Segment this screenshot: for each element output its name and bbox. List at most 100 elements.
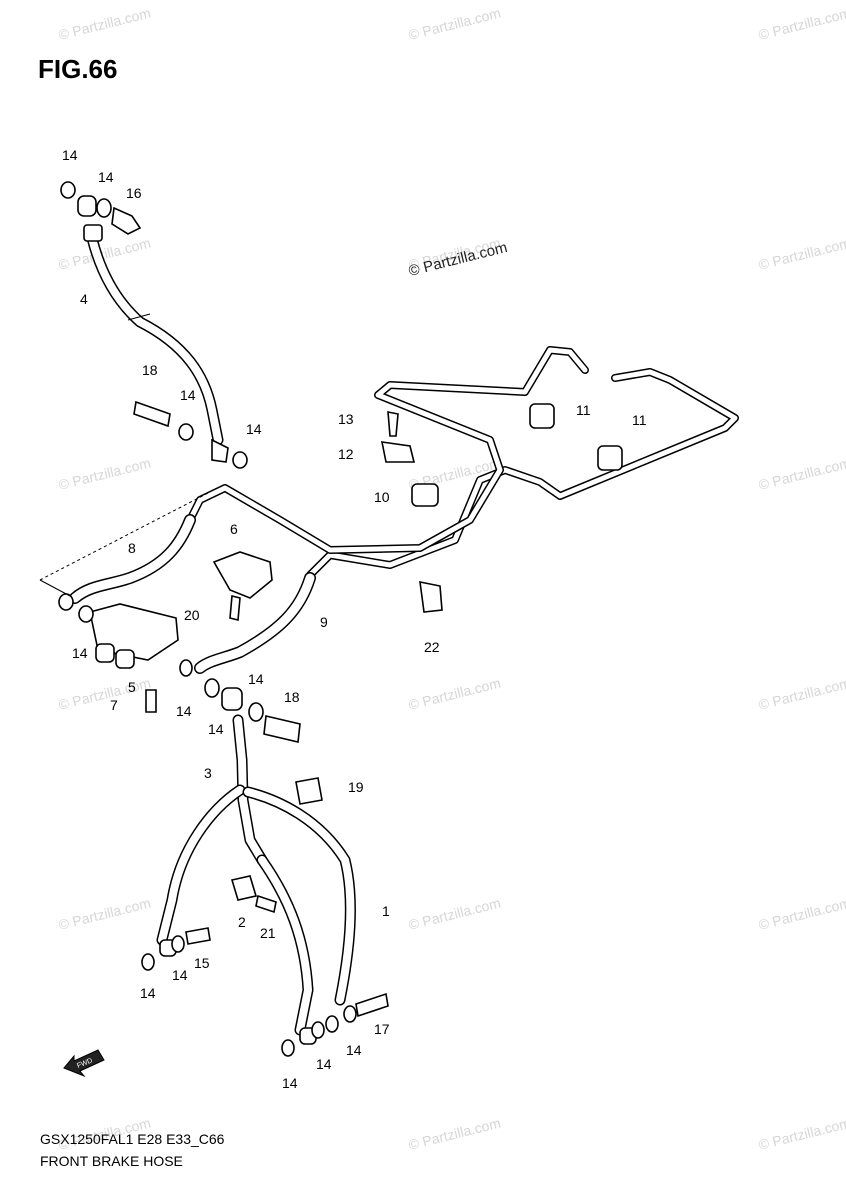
callout-c12: 12: [338, 446, 354, 462]
clamp-22: [419, 580, 443, 613]
banjo-fitting-top: [77, 195, 97, 217]
watermark-1: © Partzilla.com: [407, 5, 502, 43]
callout-c17: 17: [374, 1021, 390, 1037]
watermark-16: © Partzilla.com: [407, 1115, 502, 1153]
callout-c5: 5: [128, 679, 136, 695]
model-code: GSX1250FAL1 E28 E33_C66: [40, 1131, 225, 1147]
hose-1-middle: [256, 854, 314, 1036]
washer-14-bottom-left: [141, 953, 155, 971]
watermark-5: © Partzilla.com: [757, 235, 846, 273]
hose-3: [232, 714, 268, 866]
clamp-11-right: [597, 445, 623, 471]
callout-c14c: 14: [180, 387, 196, 403]
banjo-fitting-lower: [221, 687, 243, 711]
callout-c14d: 14: [246, 421, 262, 437]
washer-14-bottom-c: [325, 1015, 339, 1033]
hose-4-ferrule: [83, 224, 103, 242]
callout-c21: 21: [260, 925, 276, 941]
washer-14-bottom-b: [311, 1021, 325, 1039]
washer-14-top-right: [96, 198, 112, 218]
callout-c1: 1: [382, 903, 390, 919]
bolt-21: [255, 894, 277, 914]
fwd-arrow-icon: FWD: [63, 1049, 105, 1078]
hose-4: [86, 232, 224, 446]
watermark-10: © Partzilla.com: [407, 675, 502, 713]
bolt-15: [185, 927, 211, 945]
junction-port-right: [115, 649, 135, 669]
hose-group: [69, 232, 739, 1036]
callout-c14l: 14: [346, 1042, 362, 1058]
callout-c14j: 14: [172, 967, 188, 983]
bolt-18-lower: [263, 715, 301, 743]
grommet-10: [411, 483, 439, 507]
callout-c22: 22: [424, 639, 440, 655]
callout-c3: 3: [204, 765, 212, 781]
washer-14-top-left: [60, 181, 76, 199]
callout-c13: 13: [338, 411, 354, 427]
callout-c19: 19: [348, 779, 364, 795]
hose-9: [194, 572, 316, 674]
callout-c16: 16: [126, 185, 142, 201]
bolt-7: [145, 689, 157, 713]
watermark-2: © Partzilla.com: [757, 5, 846, 43]
callout-c14a: 14: [62, 147, 78, 163]
callout-c14i: 14: [140, 985, 156, 1001]
watermark-13: © Partzilla.com: [407, 895, 502, 933]
washer-14-junction-c: [179, 659, 193, 677]
bolt-20: [229, 594, 241, 622]
callout-c2: 2: [238, 914, 246, 930]
callout-c11b: 11: [632, 412, 647, 428]
banjo-fitting-mid: [211, 438, 229, 463]
washer-14-lower-right: [248, 702, 264, 722]
washer-14-bottom-a: [281, 1039, 295, 1057]
bolt-16: [111, 206, 142, 235]
clamp-12: [380, 441, 416, 463]
watermark-8: © Partzilla.com: [757, 455, 846, 493]
callout-c8: 8: [128, 540, 136, 556]
callout-c11a: 11: [576, 402, 591, 418]
clamp-11-left: [529, 403, 555, 429]
parts-group: [39, 181, 623, 1057]
bracket-2: [230, 875, 258, 901]
callout-c4: 4: [80, 291, 88, 307]
watermark-0: © Partzilla.com: [57, 5, 152, 43]
clamp-19: [295, 777, 323, 805]
screw-13: [387, 411, 399, 437]
callout-c14g: 14: [208, 721, 224, 737]
callout-c9: 9: [320, 614, 328, 630]
callout-c7: 7: [110, 697, 118, 713]
bolt-17: [355, 992, 389, 1018]
callout-c15: 15: [194, 955, 210, 971]
hose-8: [69, 514, 196, 604]
washer-14-bottom-d: [343, 1005, 357, 1023]
hose-1-right: [242, 786, 356, 1006]
callout-c18b: 18: [284, 689, 300, 705]
hose-1-left: [156, 784, 246, 946]
washer-14-lower-left: [204, 678, 220, 698]
bracket-6: [212, 551, 273, 599]
watermark-6: © Partzilla.com: [57, 455, 152, 493]
washer-14-mid-right: [232, 451, 248, 469]
watermark-12: © Partzilla.com: [57, 895, 152, 933]
brake-pipe-upper: [186, 346, 739, 579]
bolt-18-upper: [133, 400, 171, 428]
washer-14-mid: [178, 423, 194, 441]
figure-title: FIG.66: [38, 54, 117, 84]
junction-port-left: [95, 643, 115, 663]
callout-c14h: 14: [248, 671, 264, 687]
callout-c10: 10: [374, 489, 390, 505]
callout-c14m: 14: [282, 1075, 298, 1091]
watermark-9: © Partzilla.com: [57, 675, 152, 713]
callout-c14e: 14: [72, 645, 88, 661]
watermark-14: © Partzilla.com: [757, 895, 846, 933]
watermark-11: © Partzilla.com: [757, 675, 846, 713]
section-title: FRONT BRAKE HOSE: [40, 1153, 183, 1169]
callout-c18a: 18: [142, 362, 158, 378]
callout-c20: 20: [184, 607, 200, 623]
callout-c14b: 14: [98, 169, 114, 185]
washer-14-junction-b: [78, 605, 94, 623]
washer-14-junction: [58, 593, 74, 611]
callout-c14f: 14: [176, 703, 192, 719]
